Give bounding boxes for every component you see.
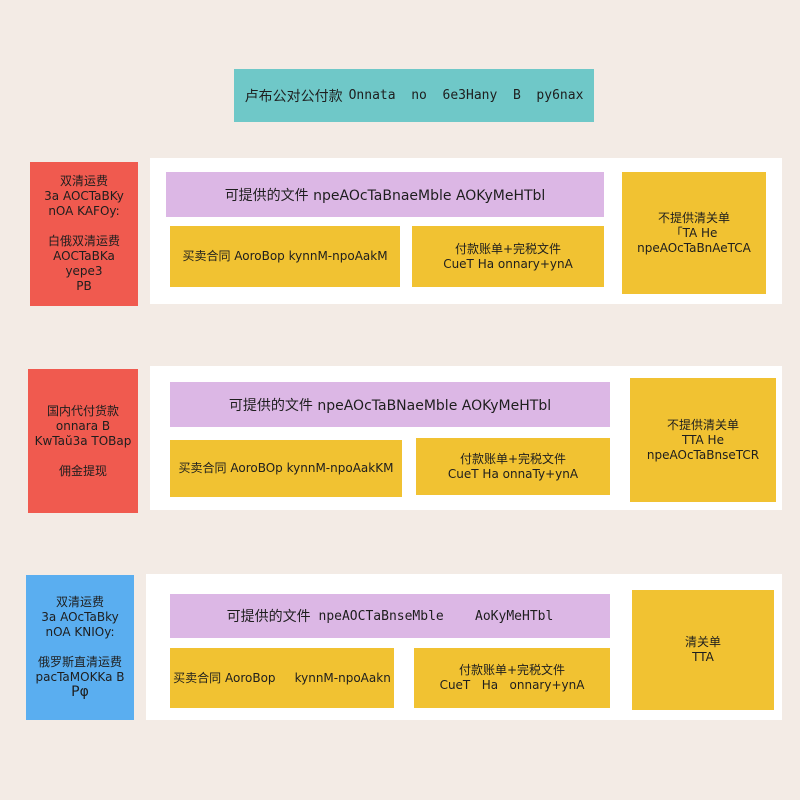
row2-documents-header-text: 可提供的文件 npeAOcTaBNaeMble AOKyMeHTbl bbox=[228, 397, 552, 414]
row1-payment-type: 双清运费 3a AOCTaBKy nOA KAFOy: 白俄双清运费 AOCTa… bbox=[30, 162, 138, 306]
row1-customs-line: 「TA He bbox=[670, 225, 718, 240]
row3-payment-type: 双清运费 3a AOcTaBky nOA KNIOy: 俄罗斯直清运费 pacT… bbox=[26, 575, 134, 720]
row1-side-line: 双清运费 bbox=[59, 174, 108, 188]
row3-customs-box: 清关单 TTA bbox=[632, 590, 774, 710]
row1-side-line: AOCTaBKa yepe3 bbox=[53, 249, 115, 278]
row1-invoice-box: 付款账单+完税文件 CueT Ha onnary+ynA bbox=[412, 226, 604, 287]
row2-customs-line: 不提供清关单 bbox=[666, 417, 739, 432]
row2-side-line: 佣金提现 bbox=[58, 463, 107, 478]
row1-documents-header: 可提供的文件 npeAOcTaBnaeMble AOKyMeHTbl bbox=[166, 172, 604, 217]
row1-invoice-line: 付款账单+完税文件 bbox=[454, 241, 562, 256]
row1-side-line: 白俄双清运费 bbox=[47, 234, 120, 248]
row3-side-line: 双清运费 bbox=[55, 595, 104, 609]
row2-invoice-line: CueT Ha onnaTy+ynA bbox=[447, 466, 579, 481]
row2-customs-line: TTA He bbox=[682, 432, 724, 447]
title-cn: 卢布公对公付款 bbox=[244, 88, 343, 105]
row1-documents-header-text: 可提供的文件 npeAOcTaBnaeMble AOKyMeHTbl bbox=[224, 187, 546, 204]
row2-customs-box: 不提供清关单 TTA He npeAOcTaBnseTCR bbox=[630, 378, 776, 502]
row2-documents-header: 可提供的文件 npeAOcTaBNaeMble AOKyMeHTbl bbox=[170, 382, 610, 427]
row3-side-line: 3a AOcTaBky bbox=[41, 610, 119, 624]
row1-customs-line: npeAOcTaBnAeTCA bbox=[637, 240, 751, 255]
row1-side-line: nOA KAFOy: bbox=[48, 204, 120, 218]
row2-contract-text: 买卖合同 AoroBOp kynnM-npoAakKM bbox=[178, 461, 394, 475]
row1-side-line: 3a AOCTaBKy bbox=[44, 189, 124, 203]
row3-customs-line: TTA bbox=[692, 650, 714, 664]
row1-contract-box: 买卖合同 AoroBop kynnM-npoAakM bbox=[170, 226, 400, 287]
row2-side-line: onnara B bbox=[55, 418, 111, 433]
diagram-title: 卢布公对公付款 Onnata no 6e3Hany B py6nax bbox=[234, 69, 594, 122]
row2-invoice-box: 付款账单+完税文件 CueT Ha onnaTy+ynA bbox=[416, 438, 610, 495]
row3-customs-line: 清关单 bbox=[684, 635, 721, 649]
row3-side-line: pacTaMOKKa B bbox=[35, 670, 125, 684]
row1-invoice-line: CueT Ha onnary+ynA bbox=[443, 256, 573, 271]
row3-invoice-box: 付款账单+完税文件 CueT Ha onnary+ynA bbox=[414, 648, 610, 708]
title-ru: Onnata no 6e3Hany B py6nax bbox=[348, 88, 584, 103]
row2-contract-box: 买卖合同 AoroBOp kynnM-npoAakKM bbox=[170, 440, 402, 497]
row1-side-line: PB bbox=[76, 279, 92, 293]
row3-side-line: 俄罗斯直清运费 bbox=[37, 655, 122, 669]
row2-customs-line: npeAOcTaBnseTCR bbox=[646, 447, 760, 462]
row1-customs-line: 不提供清关单 bbox=[657, 210, 730, 225]
row3-invoice-line: CueT Ha onnary+ynA bbox=[439, 678, 585, 692]
row3-side-line: Рφ bbox=[71, 684, 89, 700]
row3-documents-header-ru: npeAOCTaBnseMble AoKyMeHTbl bbox=[310, 608, 554, 624]
row1-contract-text: 买卖合同 AoroBop kynnM-npoAakM bbox=[182, 249, 388, 263]
row2-payment-type: 国内代付货款 onnara B KwTaŭ3a TOBap 佣金提现 bbox=[28, 369, 138, 513]
row3-contract-text: 买卖合同 AoroBop kynnM-npoAakn bbox=[173, 670, 391, 685]
row1-customs-box: 不提供清关单 「TA He npeAOcTaBnAeTCA bbox=[622, 172, 766, 294]
row3-documents-header: 可提供的文件 npeAOCTaBnseMble AoKyMeHTbl bbox=[170, 594, 610, 638]
row2-invoice-line: 付款账单+完税文件 bbox=[459, 451, 567, 466]
row3-documents-header-cn: 可提供的文件 bbox=[226, 609, 311, 625]
row2-side-line: 国内代付货款 bbox=[46, 403, 119, 418]
row3-side-line: nOA KNIOy: bbox=[45, 625, 115, 639]
row2-side-line: KwTaŭ3a TOBap bbox=[34, 433, 132, 448]
row3-invoice-line: 付款账单+完税文件 bbox=[458, 663, 566, 677]
row3-contract-box: 买卖合同 AoroBop kynnM-npoAakn bbox=[170, 648, 394, 708]
